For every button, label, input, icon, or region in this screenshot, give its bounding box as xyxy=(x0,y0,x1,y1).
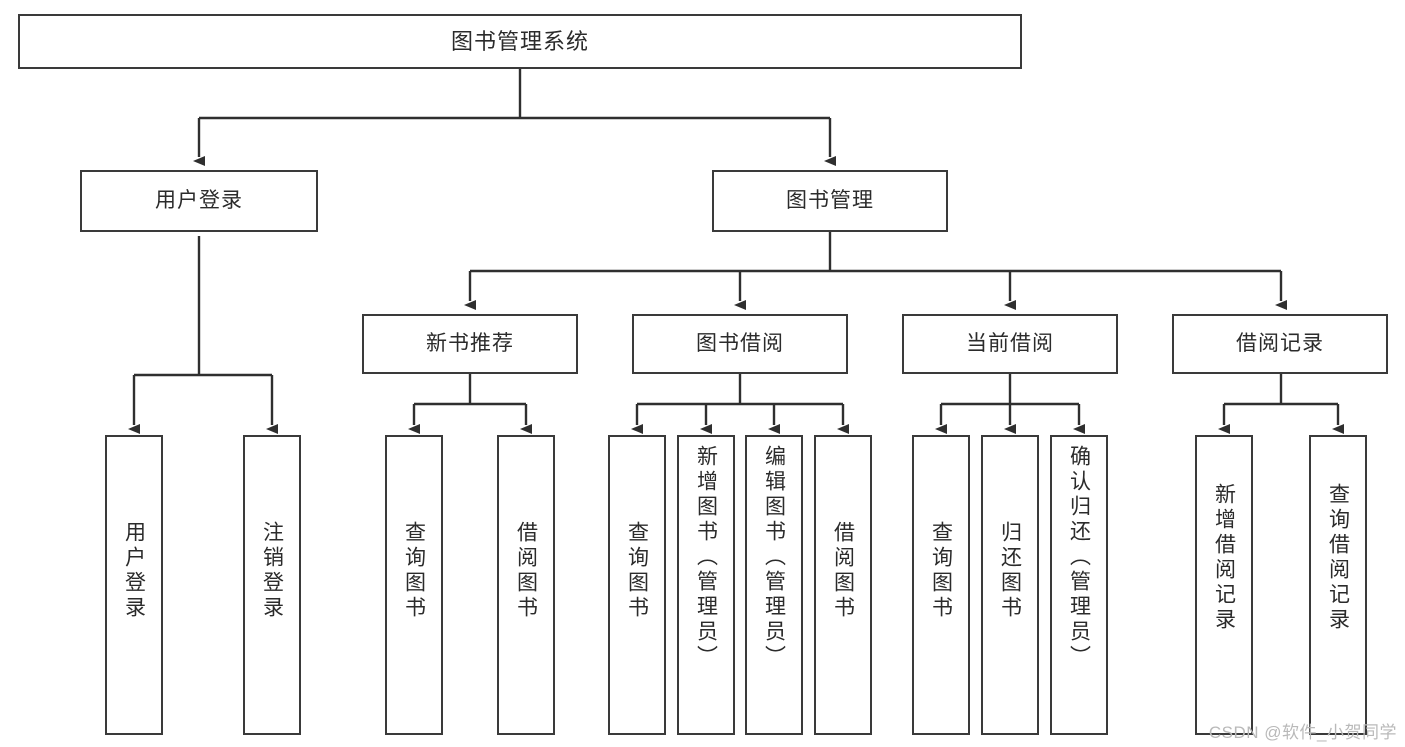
leaf-query-book-recommend[interactable]: 查询图书 xyxy=(385,435,443,735)
node-label: 归还图书 xyxy=(998,521,1022,621)
leaf-query-borrow-record[interactable]: 查询借阅记录 xyxy=(1309,435,1367,735)
leaf-query-book-current[interactable]: 查询图书 xyxy=(912,435,970,735)
node-book-management[interactable]: 图书管理 xyxy=(712,170,948,232)
leaf-user-login[interactable]: 用户登录 xyxy=(105,435,163,735)
node-user-login[interactable]: 用户登录 xyxy=(80,170,318,232)
node-label: 新增借阅记录 xyxy=(1212,483,1236,633)
csdn-watermark: CSDN @软件_小贺同学 xyxy=(1208,723,1397,742)
node-label: 查询图书 xyxy=(402,521,426,621)
node-label: 查询借阅记录 xyxy=(1326,483,1350,633)
leaf-borrow-book[interactable]: 借阅图书 xyxy=(814,435,872,735)
node-label: 确认归还（管理员） xyxy=(1067,445,1091,670)
node-label: 用户登录 xyxy=(122,521,146,621)
node-label: 新增图书（管理员） xyxy=(694,445,718,670)
leaf-logout[interactable]: 注销登录 xyxy=(243,435,301,735)
node-borrowing-records[interactable]: 借阅记录 xyxy=(1172,314,1388,374)
node-label: 借阅图书 xyxy=(831,521,855,621)
node-new-book-recommendation[interactable]: 新书推荐 xyxy=(362,314,578,374)
leaf-borrow-book-recommend[interactable]: 借阅图书 xyxy=(497,435,555,735)
node-label: 查询图书 xyxy=(929,521,953,621)
node-current-borrowing[interactable]: 当前借阅 xyxy=(902,314,1118,374)
node-label: 编辑图书（管理员） xyxy=(762,445,786,670)
node-label: 用户登录 xyxy=(155,188,243,212)
node-label: 当前借阅 xyxy=(966,331,1054,355)
node-label: 借阅图书 xyxy=(514,521,538,621)
leaf-add-borrow-record[interactable]: 新增借阅记录 xyxy=(1195,435,1253,735)
leaf-query-book-borrow[interactable]: 查询图书 xyxy=(608,435,666,735)
leaf-add-book-admin[interactable]: 新增图书（管理员） xyxy=(677,435,735,735)
node-label: 注销登录 xyxy=(260,521,284,621)
node-root-book-management-system[interactable]: 图书管理系统 xyxy=(18,14,1022,69)
node-label: 图书管理系统 xyxy=(450,28,589,54)
node-label: 借阅记录 xyxy=(1236,331,1324,355)
leaf-return-book[interactable]: 归还图书 xyxy=(981,435,1039,735)
node-label: 查询图书 xyxy=(625,521,649,621)
node-label: 图书管理 xyxy=(786,188,874,212)
node-label: 图书借阅 xyxy=(696,331,784,355)
leaf-edit-book-admin[interactable]: 编辑图书（管理员） xyxy=(745,435,803,735)
node-label: 新书推荐 xyxy=(426,331,514,355)
leaf-confirm-return-admin[interactable]: 确认归还（管理员） xyxy=(1050,435,1108,735)
node-book-borrowing[interactable]: 图书借阅 xyxy=(632,314,848,374)
